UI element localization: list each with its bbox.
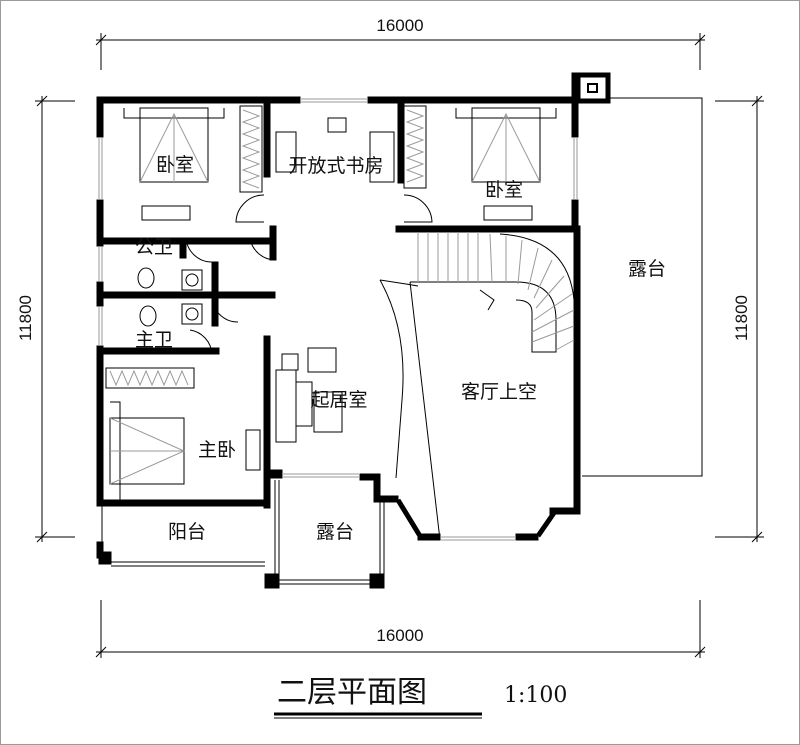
wardrobes	[105, 105, 427, 389]
dimension-right	[715, 95, 764, 543]
room-label-terrace-bottom: 露台	[316, 521, 354, 543]
room-label-terrace-right: 露台	[628, 258, 666, 280]
drawing-scale: 1:100	[504, 683, 567, 708]
room-label-bedroom-right: 卧室	[485, 179, 523, 201]
room-label-study: 开放式书房	[288, 155, 383, 177]
staircase	[410, 232, 575, 353]
void-outline	[379, 279, 441, 541]
room-label-master-bath: 主卫	[135, 329, 173, 351]
dimension-left-label: 11800	[16, 295, 35, 341]
study-furniture	[275, 117, 395, 183]
room-label-bedroom-left: 卧室	[156, 154, 194, 176]
drawing-title: 二层平面图	[277, 675, 427, 710]
room-label-void: 客厅上空	[461, 381, 537, 403]
doors	[185, 194, 433, 355]
beds	[109, 107, 557, 500]
room-label-public-bath: 公卫	[135, 236, 173, 258]
room-label-master-bedroom: 主卧	[198, 439, 236, 461]
room-label-balcony: 阳台	[168, 521, 206, 543]
dimension-top-label: 16000	[376, 16, 423, 35]
bay-window	[395, 498, 559, 541]
sofa-set	[275, 347, 343, 443]
windows	[98, 98, 578, 478]
dimension-bottom	[95, 600, 706, 658]
dimension-left	[35, 95, 75, 543]
room-label-living: 起居室	[310, 389, 367, 411]
bath-fixtures	[137, 267, 203, 327]
dimension-top	[95, 33, 706, 70]
dimension-right-label: 11800	[732, 295, 751, 341]
terrace-outlines	[101, 97, 703, 585]
dimension-bottom-label: 16000	[376, 626, 423, 645]
